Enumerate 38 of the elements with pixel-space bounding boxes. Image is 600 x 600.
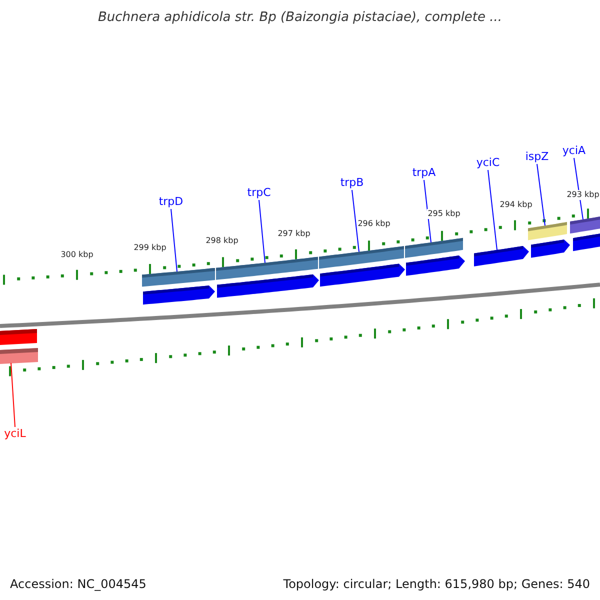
scale-label: 293 kbp xyxy=(566,190,600,200)
gene-label: trpB xyxy=(332,176,372,190)
gene-label: yciA xyxy=(554,144,594,158)
gene-feature-bar xyxy=(405,238,463,258)
cds-bar xyxy=(474,246,529,266)
gene-feature-bar xyxy=(142,268,215,287)
scale-label: 299 kbp xyxy=(133,243,167,253)
gene-feature-bar xyxy=(216,256,318,280)
title: Buchnera aphidicola str. Bp (Baizongia pistaciae), complete ... xyxy=(96,9,504,27)
cds-bar xyxy=(531,240,570,258)
gene-feature-bar xyxy=(0,348,38,364)
gene-feature-bar xyxy=(528,222,567,240)
scale-label: 296 kbp xyxy=(357,219,391,229)
gene-label: yciC xyxy=(468,156,508,170)
gene-label: trpC xyxy=(239,186,279,200)
cds-bar xyxy=(143,286,215,305)
gene-label: ispZ xyxy=(517,150,557,164)
cds-bar xyxy=(320,264,405,287)
scale-label: 297 kbp xyxy=(277,229,311,239)
gene-feature-bar xyxy=(319,246,404,269)
gene-label: trpD xyxy=(151,195,191,209)
scale-label: 300 kbp xyxy=(60,250,94,260)
gene-feature-bar xyxy=(570,216,600,234)
cds-bar xyxy=(573,234,600,252)
leader-line xyxy=(352,190,360,252)
cds-bar xyxy=(217,274,319,298)
leader-line xyxy=(488,170,498,250)
gene-feature-bar xyxy=(0,329,37,345)
gene-label: yciL xyxy=(0,427,35,441)
accession-text: Accession: NC_004545 xyxy=(10,576,146,593)
scale-label: 298 kbp xyxy=(205,236,239,246)
scale-label: 295 kbp xyxy=(427,209,461,219)
leader-line xyxy=(10,362,16,428)
genome-summary-text: Topology: circular; Length: 615,980 bp; Genes: 540 xyxy=(283,576,590,593)
gene-label: trpA xyxy=(404,166,444,180)
leader-line xyxy=(536,164,546,226)
scale-label: 294 kbp xyxy=(499,200,533,210)
cds-bar xyxy=(406,256,465,276)
